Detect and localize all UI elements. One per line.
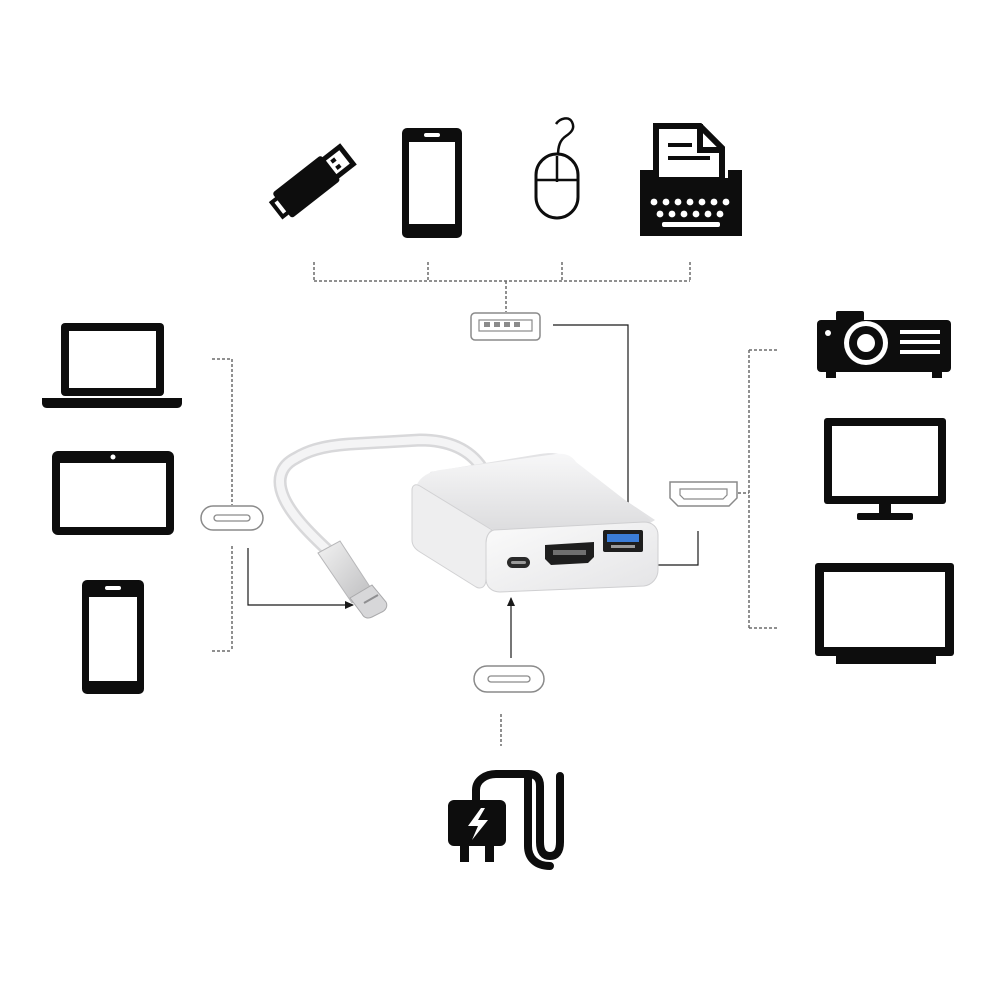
- typewriter-printer-icon: [640, 123, 742, 236]
- right-connector-bracket: [738, 349, 778, 629]
- projector-icon: [817, 311, 951, 378]
- usb-a-port-icon: [470, 312, 541, 341]
- usb-flash-drive-icon: [268, 143, 357, 220]
- usb-a-3.0-port: [603, 530, 643, 552]
- laptop-icon: [42, 323, 182, 408]
- usb-c-port: [507, 557, 530, 568]
- tablet-icon: [52, 451, 174, 535]
- computer-mouse-icon: [534, 117, 580, 220]
- usb-c-adapter: [273, 433, 659, 619]
- hdmi-port: [545, 542, 594, 565]
- usb-c-port-icon: [200, 505, 264, 531]
- television-icon: [815, 563, 954, 664]
- smartphone-icon: [82, 580, 144, 694]
- monitor-icon: [824, 418, 946, 520]
- hdmi-port-icon: [669, 481, 738, 507]
- left-connector-bracket: [212, 358, 233, 652]
- smartphone-icon: [402, 128, 462, 238]
- usb-c-left-arrow: [247, 548, 354, 609]
- usb-a-arrow: [553, 324, 632, 517]
- power-charger-plug-icon: [448, 770, 564, 870]
- usb-c-port-icon: [473, 665, 545, 693]
- top-connector-bracket: [313, 262, 691, 312]
- usb-c-plug: [317, 540, 388, 619]
